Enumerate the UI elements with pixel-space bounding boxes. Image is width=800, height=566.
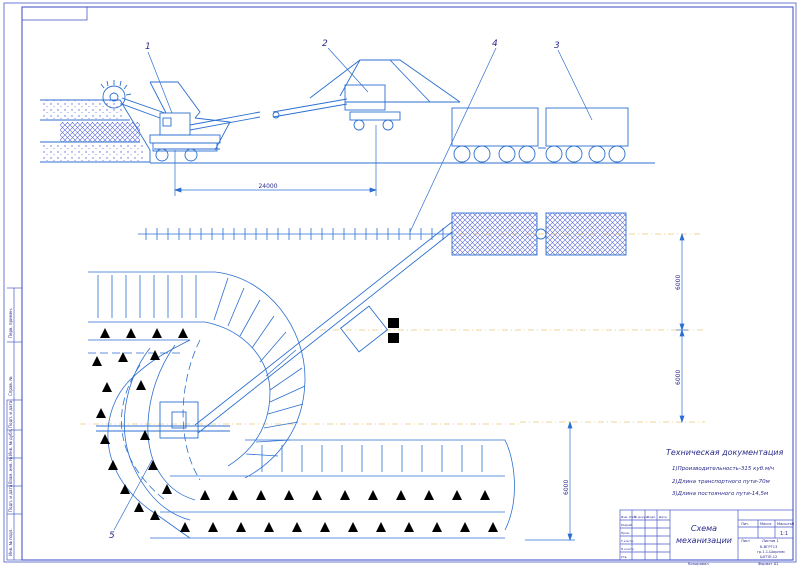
vertical-dimensions	[525, 232, 688, 542]
role-prov: Пров.	[621, 531, 630, 535]
tech-doc-line-1: 1)Производительность-315 куб.м/ч	[672, 466, 775, 472]
callout-4: 4	[492, 39, 498, 49]
tech-doc-line-2: 2)Длина транспортного пути-70м	[672, 479, 770, 485]
sheet-frame	[3, 2, 797, 563]
drawing-title-1: Схема	[691, 524, 717, 533]
callout-5: 5	[109, 531, 115, 541]
row-data: Дата	[659, 515, 667, 519]
callout-2: 2	[322, 39, 328, 49]
dim-vertical-lower: 6000	[563, 480, 570, 495]
dim-vertical-middle: 6000	[675, 370, 682, 385]
row-podp: Подп.	[647, 515, 656, 519]
role-tkontr: Т.контр.	[620, 539, 634, 543]
sheet-label: Лист	[741, 539, 750, 543]
copied-label: Копировал	[688, 562, 709, 566]
rail-cars	[451, 107, 629, 163]
role-nkontr: Н.контр.	[621, 547, 634, 551]
side-podp-data: Подп. и дата	[8, 400, 13, 428]
title-block-frame	[619, 509, 794, 561]
dimension-24000	[173, 125, 378, 196]
col-lit: Лит.	[741, 522, 749, 526]
col-mass: Масса	[760, 522, 771, 526]
black-triangle-markers	[92, 328, 498, 532]
col-scale: Масштаб	[777, 522, 795, 526]
callout-3: 3	[554, 41, 560, 51]
plan-conveyor-track	[138, 228, 452, 240]
rock-layers	[40, 99, 151, 163]
conveyor-drive-blocks	[388, 318, 399, 343]
callout-leaders	[113, 47, 593, 531]
dim-vertical-upper: 6000	[675, 275, 682, 290]
tech-doc-line-3: 3)Длина постоянного пути-14,5м	[672, 491, 768, 497]
lower-bench	[150, 439, 515, 539]
row-ndoc: № докум.	[634, 515, 649, 519]
dim-horizontal-label: 24000	[258, 183, 277, 190]
sheets-label: Листов 1	[762, 539, 779, 543]
side-inv-podl: Инв. № подл.	[8, 528, 13, 556]
drawing-title-2: механизации	[676, 536, 732, 545]
callout-labels: 1 2 3 4 5	[109, 39, 560, 541]
row-izm: Изм. Лист	[621, 515, 637, 519]
side-perv-primen: Перв. примен.	[8, 308, 13, 338]
side-view-section	[40, 59, 655, 164]
format-label: Формат А1	[758, 562, 778, 566]
curved-bench	[88, 271, 306, 479]
tech-doc-title: Техническая документация	[666, 448, 783, 457]
side-stamp-labels: Перв. примен. Справ. № Подп. и дата Инв.…	[8, 308, 13, 556]
org-line-1: Б-ВГРГ13	[760, 545, 777, 549]
excavator-1	[100, 80, 261, 162]
scale-value: 1:1	[780, 531, 788, 537]
side-podp-data-2: Подп. и дата	[8, 484, 13, 512]
curved-lanes	[88, 339, 201, 539]
axis-lines	[80, 233, 705, 425]
side-inv-dubl: Инв. № дубл.	[8, 429, 13, 456]
org-line-2: гр.1.1.Шарнэм	[757, 550, 785, 554]
callout-1: 1	[145, 42, 151, 52]
side-stamp	[6, 287, 23, 561]
org-line-3: ШГПП-12	[760, 555, 777, 559]
spreader-2	[272, 59, 461, 131]
role-utv: Утв.	[621, 555, 627, 559]
tech-doc-block: Техническая документация 1)Производитель…	[666, 448, 783, 497]
title-block-text: Схема механизации Лит. Масса Масштаб 1:1…	[620, 515, 795, 566]
diagonal-conveyor	[96, 221, 453, 439]
role-razrab: Разраб.	[621, 523, 633, 527]
side-sprav: Справ. №	[8, 377, 13, 396]
side-vzam-inv: Взам. инв. №	[8, 457, 13, 484]
